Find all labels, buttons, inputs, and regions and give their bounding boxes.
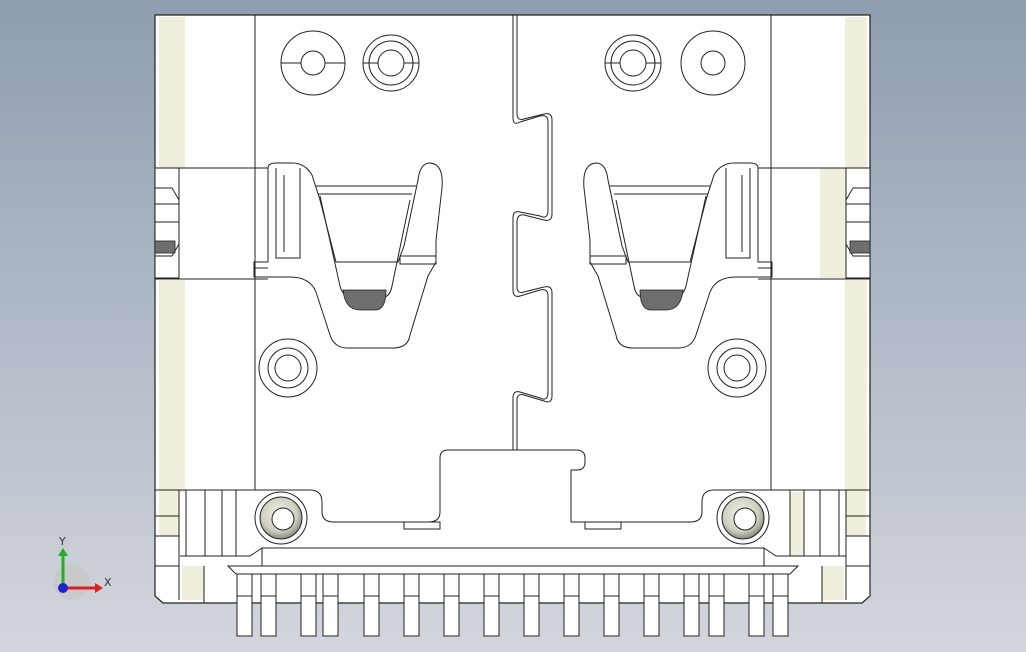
mid-left-hole (258, 338, 318, 398)
coordinate-triad: X Y (54, 535, 112, 600)
terminal-pin (363, 573, 380, 637)
left-side-notch (154, 167, 180, 279)
terminal-pin (523, 573, 540, 637)
left-screw (254, 491, 308, 545)
terminal-pin (300, 573, 317, 637)
terminal-pin (260, 573, 277, 637)
left-key-tab (403, 521, 441, 530)
right-mid-shade (820, 168, 846, 278)
mid-right-hole (707, 338, 767, 398)
top-left-hole-small (362, 34, 420, 92)
terminal-pin (563, 573, 580, 637)
left-side-shade-lower (159, 280, 185, 492)
terminal-pin (443, 573, 460, 637)
terminal-pin (683, 573, 700, 637)
right-screw (716, 491, 770, 545)
right-lower-ribs (789, 490, 870, 603)
center-split-line-inner (516, 15, 553, 450)
x-arrow-head (95, 583, 103, 593)
left-lower-ribs (155, 490, 237, 603)
right-side-shade-lower (845, 280, 867, 492)
right-latch (583, 162, 773, 349)
triad-plane (54, 564, 90, 600)
terminal-pin (403, 573, 420, 637)
center-key-outline (155, 449, 870, 523)
left-latch (253, 162, 443, 349)
terminal-pin (483, 573, 500, 637)
terminal-pin (322, 573, 339, 637)
terminal-pins (236, 573, 789, 637)
base-plate-lower (226, 565, 800, 575)
x-axis-label: X (104, 576, 112, 589)
terminal-pin (748, 573, 765, 637)
left-side-shade-upper (159, 17, 185, 169)
terminal-pin (236, 573, 253, 637)
top-right-hole-small (604, 34, 662, 92)
y-arrow-head (58, 548, 68, 556)
connector-part[interactable] (154, 14, 871, 604)
right-side-notch (845, 167, 871, 279)
center-split-line (512, 15, 549, 450)
top-right-hole-large (680, 30, 746, 96)
terminal-pin (643, 573, 660, 637)
top-left-hole-large (280, 30, 346, 96)
terminal-pin (772, 573, 789, 637)
y-axis-label: Y (58, 535, 66, 548)
base-plate (180, 547, 846, 557)
terminal-pin (708, 573, 725, 637)
z-axis-dot (58, 583, 68, 593)
terminal-pin (603, 573, 620, 637)
housing-outline (154, 14, 871, 604)
right-side-shade-upper (845, 17, 867, 169)
right-key-tab (584, 521, 622, 530)
